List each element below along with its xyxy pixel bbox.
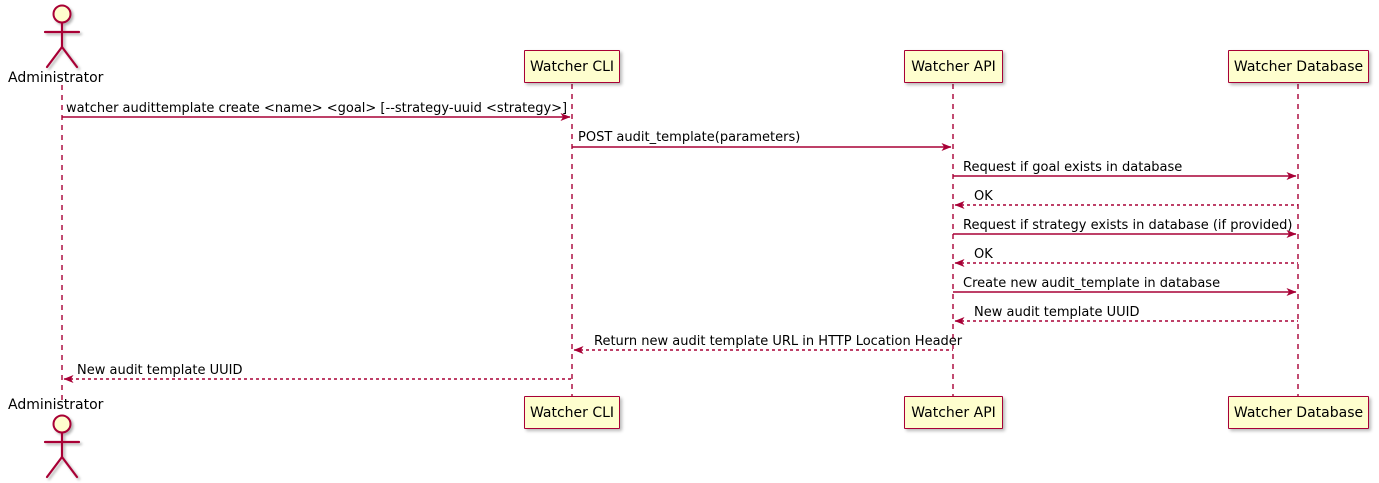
message-label-4: OK: [974, 189, 993, 204]
message-label-1: watcher audittemplate create <name> <goa…: [66, 101, 568, 116]
participant-box-watcher-database-bottom[interactable]: Watcher Database: [1228, 396, 1369, 429]
message-label-7: Create new audit_template in database: [963, 276, 1221, 291]
message-arrows: [62, 113, 1298, 383]
participant-label-watcher-api-top: Watcher API: [911, 58, 996, 75]
participant-box-watcher-database-top[interactable]: Watcher Database: [1228, 50, 1369, 83]
lifelines: [61, 84, 1299, 400]
message-label-10: New audit template UUID: [77, 363, 243, 378]
message-label-3: Request if goal exists in database: [963, 160, 1183, 175]
participant-label-watcher-cli-top: Watcher CLI: [529, 58, 615, 75]
message-label-9: Return new audit template URL in HTTP Lo…: [594, 334, 963, 349]
actor-administrator-bottom-icon: [43, 414, 81, 479]
actor-label-administrator-bottom: Administrator: [8, 397, 104, 413]
participant-label-watcher-api-bottom: Watcher API: [911, 404, 996, 421]
participant-label-watcher-database-bottom: Watcher Database: [1233, 404, 1364, 421]
participant-box-watcher-cli-top[interactable]: Watcher CLI: [524, 50, 620, 83]
message-label-6: OK: [974, 247, 993, 262]
participant-box-watcher-api-bottom[interactable]: Watcher API: [904, 396, 1003, 429]
message-label-5: Request if strategy exists in database (…: [963, 218, 1293, 233]
actor-administrator-top-icon: [43, 4, 81, 69]
message-label-2: POST audit_template(parameters): [578, 130, 801, 145]
participant-label-watcher-cli-bottom: Watcher CLI: [529, 404, 615, 421]
actor-label-administrator-top: Administrator: [8, 70, 104, 86]
participant-label-watcher-database-top: Watcher Database: [1233, 58, 1364, 75]
participant-box-watcher-api-top[interactable]: Watcher API: [904, 50, 1003, 83]
participant-box-watcher-cli-bottom[interactable]: Watcher CLI: [524, 396, 620, 429]
message-label-8: New audit template UUID: [974, 305, 1140, 320]
